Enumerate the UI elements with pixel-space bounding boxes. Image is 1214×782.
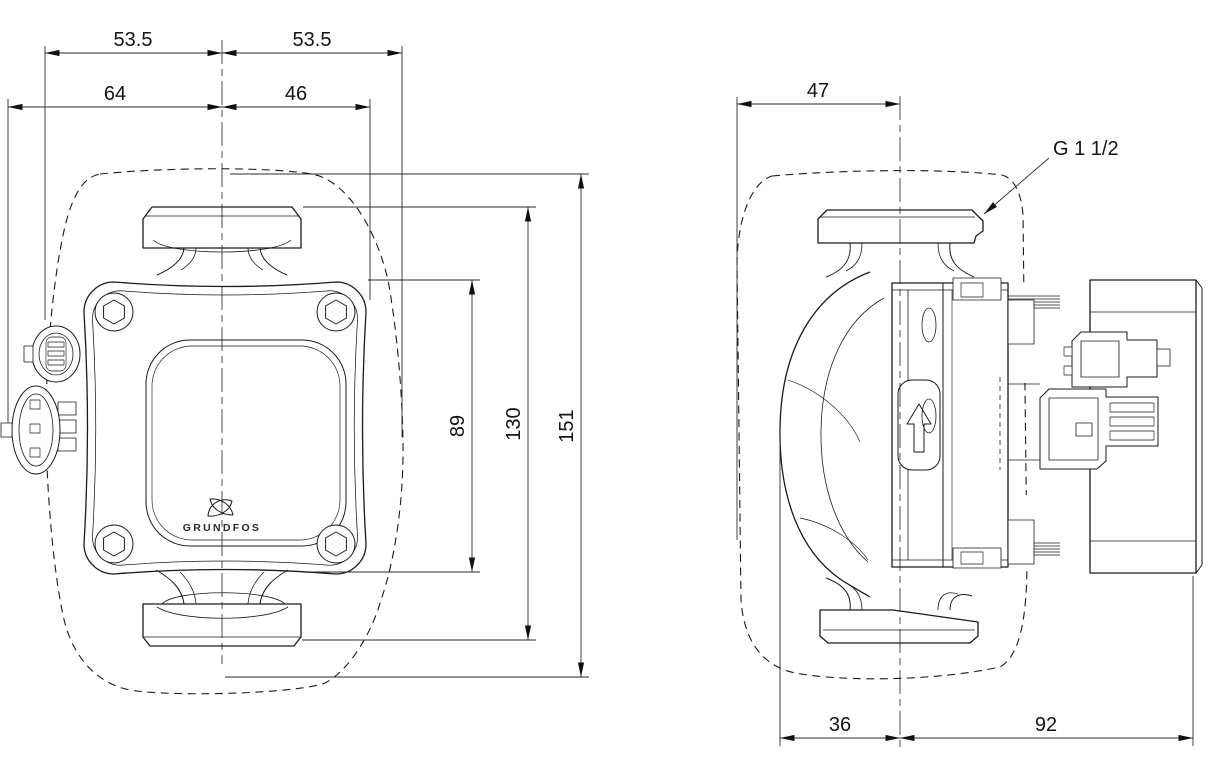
dim-flange-offset-left: 53.5	[45, 29, 222, 57]
dim-center-to-rear: 92	[900, 714, 1193, 742]
side-view-dimensions: 47 G 1 1/2 36 92	[736, 80, 1194, 746]
grundfos-logo: GRUNDFOS	[183, 498, 261, 534]
insulation-shell-outline-side	[736, 170, 1028, 680]
connector-large	[0, 385, 77, 475]
dim-flange-offset-right: 53.5	[222, 29, 402, 57]
face-plate	[145, 339, 347, 547]
leader-thread-size: G 1 1/2	[983, 138, 1119, 215]
screw-top-right	[316, 292, 356, 332]
dim-connector-to-center: 64	[8, 83, 222, 111]
svg-text:92: 92	[1035, 714, 1057, 736]
dim-center-to-body-right: 46	[222, 83, 370, 111]
dim-center-to-front: 36	[780, 714, 900, 742]
svg-text:89: 89	[447, 415, 469, 437]
screw-bottom-right	[316, 524, 356, 564]
thread-size-label: G 1 1/2	[1053, 138, 1119, 160]
svg-text:64: 64	[104, 83, 126, 105]
screw-bottom-left	[94, 524, 134, 564]
grundfos-logo-text: GRUNDFOS	[183, 522, 261, 534]
face-plate-inner-line	[151, 345, 341, 541]
svg-text:53.5: 53.5	[293, 29, 332, 51]
front-view-dimensions: 53.5 53.5 64 46 89 130 151	[7, 29, 589, 678]
grundfos-logo-icon	[207, 498, 234, 517]
control-housing	[891, 277, 1060, 569]
pump-body-inner-contour	[92, 290, 358, 566]
plug-connector-top	[1063, 331, 1171, 388]
side-view	[736, 96, 1203, 748]
plug-connector-bottom	[1039, 388, 1159, 470]
svg-text:130: 130	[503, 407, 525, 440]
top-flange-side	[817, 209, 984, 278]
svg-text:151: 151	[556, 409, 578, 442]
svg-text:46: 46	[285, 83, 307, 105]
dim-body-height: 89	[447, 280, 476, 572]
dim-front-depth: 47	[737, 80, 900, 108]
flow-direction-arrow-icon	[906, 403, 932, 453]
svg-text:47: 47	[807, 80, 829, 102]
connector-small	[23, 325, 81, 383]
front-view: GRUNDFOS	[0, 40, 404, 695]
bottom-flange-side	[819, 577, 979, 644]
dim-port-height: 130	[503, 207, 532, 640]
insulation-shell-outline-front	[45, 168, 404, 695]
svg-text:36: 36	[829, 714, 851, 736]
svg-text:53.5: 53.5	[114, 29, 153, 51]
screw-top-left	[94, 292, 134, 332]
dim-overall-height: 151	[556, 174, 585, 677]
